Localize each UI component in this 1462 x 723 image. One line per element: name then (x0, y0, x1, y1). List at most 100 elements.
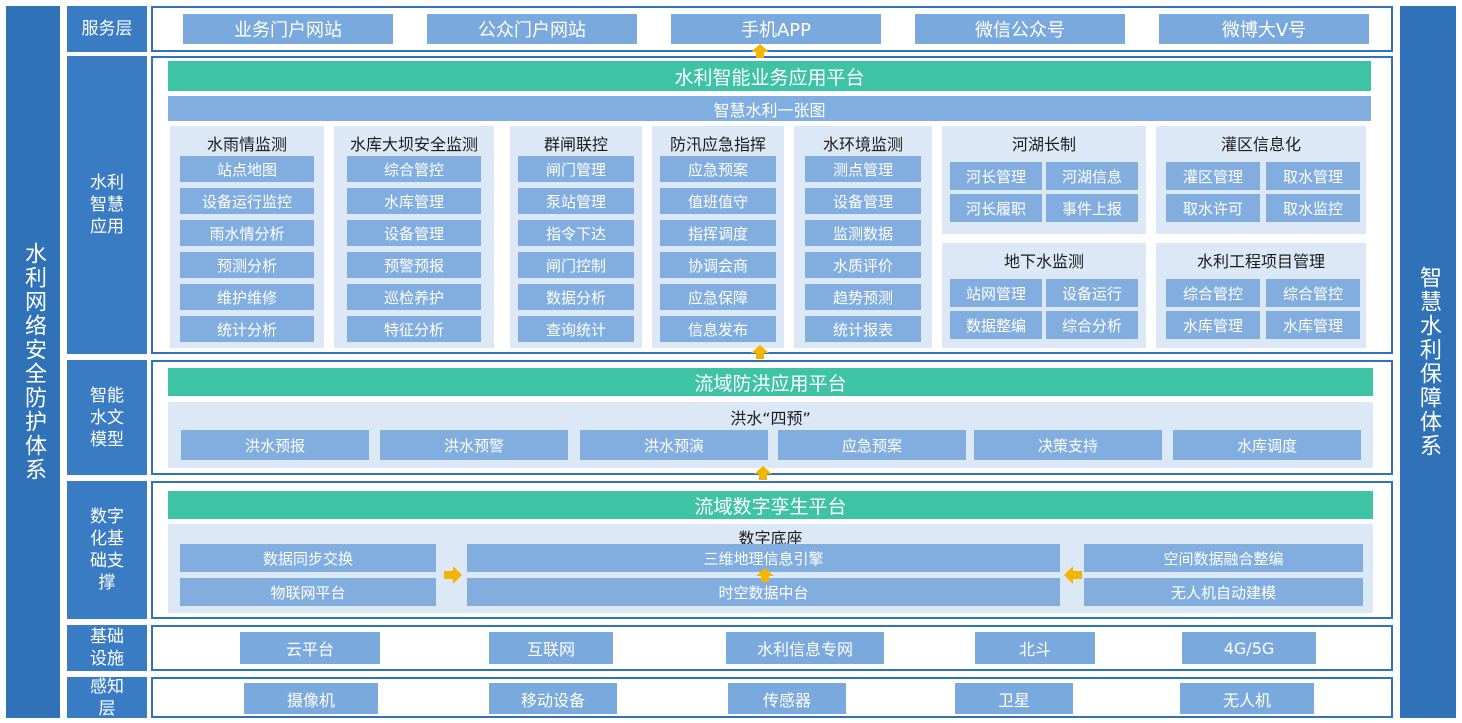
right-sidebar-guarantee-system: 智慧水利保障体系 (1400, 6, 1456, 718)
module-item: 指挥调度 (660, 220, 776, 246)
module-item: 协调会商 (660, 252, 776, 278)
module-item: 应急保障 (660, 284, 776, 310)
infra-item-cloud: 云平台 (240, 632, 380, 664)
module-item: 综合管控 (1166, 279, 1260, 307)
app-map-bar: 智慧水利一张图 (168, 96, 1371, 121)
module-item: 查询统计 (518, 316, 634, 342)
module-panel-rain: 水雨情监测 站点地图 设备运行监控 雨水情分析 预测分析 维护维修 统计分析 (170, 126, 324, 348)
module-item: 巡检养护 (347, 284, 481, 310)
module-item: 取水许可 (1166, 194, 1260, 222)
module-title: 水库大坝安全监测 (349, 135, 478, 154)
module-item: 监测数据 (805, 220, 921, 246)
layer-label-app: 水利智慧应用 (67, 56, 147, 354)
digital-right-item: 无人机自动建模 (1084, 578, 1363, 606)
left-sidebar-security-system: 水利网络安全防护体系 (6, 6, 60, 718)
module-title: 防汛应急指挥 (669, 135, 766, 154)
module-panel-water-env: 水环境监测 测点管理 设备管理 监测数据 水质评价 趋势预测 统计报表 (794, 126, 932, 348)
model-item: 洪水预演 (580, 430, 768, 460)
left-arrow-icon (1064, 566, 1082, 584)
module-item: 闸门管理 (518, 156, 634, 182)
service-item-mobile-app: 手机APP (671, 14, 881, 44)
module-item: 信息发布 (660, 316, 776, 342)
module-item: 值班值守 (660, 188, 776, 214)
module-item: 趋势预测 (805, 284, 921, 310)
module-title: 灌区信息化 (1220, 135, 1301, 154)
sense-item-camera: 摄像机 (244, 683, 378, 714)
module-item: 指令下达 (518, 220, 634, 246)
module-title: 水雨情监测 (206, 135, 287, 154)
module-item: 设备管理 (347, 220, 481, 246)
layer-label-digital: 数字化基础支撑 (67, 481, 147, 619)
sense-item-sensor: 传感器 (728, 683, 846, 714)
digital-left-item: 数据同步交换 (180, 544, 436, 572)
module-item: 河长管理 (950, 162, 1042, 190)
module-item: 特征分析 (347, 316, 481, 342)
up-arrow-icon (756, 568, 774, 582)
module-item: 雨水情分析 (180, 220, 314, 246)
model-item: 洪水预警 (380, 430, 568, 460)
module-item: 取水监控 (1266, 194, 1360, 222)
module-title: 水利工程项目管理 (1196, 252, 1325, 271)
module-item: 维护维修 (180, 284, 314, 310)
module-item: 预警预报 (347, 252, 481, 278)
module-title: 群闸联控 (543, 135, 608, 154)
sense-item-drone: 无人机 (1180, 683, 1314, 714)
model-item: 洪水预报 (181, 430, 369, 460)
module-title: 河湖长制 (1011, 135, 1076, 154)
module-item: 取水管理 (1266, 162, 1360, 190)
module-title: 地下水监测 (1003, 252, 1084, 271)
module-item: 水库管理 (1166, 311, 1260, 339)
module-item: 应急预案 (660, 156, 776, 182)
up-arrow-icon (751, 345, 769, 359)
module-item: 综合分析 (1046, 311, 1138, 339)
infra-item-beidou: 北斗 (975, 632, 1095, 664)
module-item: 预测分析 (180, 252, 314, 278)
module-item: 设备运行 (1046, 279, 1138, 307)
digital-panel: 数字底座 数据同步交换 物联网平台 三维地理信息引擎 时空数据中台 空间数据融合… (168, 524, 1373, 613)
module-panel-gate: 群闸联控 闸门管理 泵站管理 指令下达 闸门控制 数据分析 查询统计 (510, 126, 642, 348)
module-item: 数据分析 (518, 284, 634, 310)
model-item: 应急预案 (778, 430, 966, 460)
module-panel-flood-command: 防汛应急指挥 应急预案 值班值守 指挥调度 协调会商 应急保障 信息发布 (652, 126, 784, 348)
digital-base-title: 数字底座 (738, 529, 803, 548)
model-panel: 洪水“四预” 洪水预报 洪水预警 洪水预演 应急预案 决策支持 水库调度 (168, 402, 1373, 468)
service-item-business-portal: 业务门户网站 (183, 14, 393, 44)
model-platform-bar: 流域防洪应用平台 (168, 368, 1373, 396)
module-item: 测点管理 (805, 156, 921, 182)
module-item: 河长履职 (950, 194, 1042, 222)
up-arrow-icon (754, 466, 772, 480)
module-item: 综合管控 (1266, 279, 1360, 307)
layer-label-sense: 感知层 (67, 677, 147, 719)
model-item: 水库调度 (1173, 430, 1361, 460)
module-item: 统计报表 (805, 316, 921, 342)
module-item: 数据整编 (950, 311, 1042, 339)
module-item: 水库管理 (1266, 311, 1360, 339)
module-item: 闸门控制 (518, 252, 634, 278)
module-item: 河湖信息 (1046, 162, 1138, 190)
module-item: 事件上报 (1046, 194, 1138, 222)
module-item: 泵站管理 (518, 188, 634, 214)
sense-item-satellite: 卫星 (955, 683, 1073, 714)
module-item: 站点地图 (180, 156, 314, 182)
infra-item-4g5g: 4G/5G (1182, 632, 1316, 664)
service-item-public-portal: 公众门户网站 (427, 14, 637, 44)
service-item-weibo: 微博大V号 (1159, 14, 1369, 44)
up-arrow-icon (751, 44, 769, 58)
module-panel-project-mgmt: 水利工程项目管理 综合管控 综合管控 水库管理 水库管理 (1156, 243, 1366, 348)
module-panel-dam: 水库大坝安全监测 综合管控 水库管理 设备管理 预警预报 巡检养护 特征分析 (334, 126, 494, 348)
infra-item-internet: 互联网 (489, 632, 613, 664)
module-item: 灌区管理 (1166, 162, 1260, 190)
digital-platform-bar: 流域数字孪生平台 (168, 491, 1373, 519)
module-item: 设备管理 (805, 188, 921, 214)
layer-label-infra: 基础设施 (67, 625, 147, 671)
module-title: 水环境监测 (822, 135, 903, 154)
infra-item-private-network: 水利信息专网 (726, 632, 884, 664)
module-item: 设备运行监控 (180, 188, 314, 214)
module-item: 水质评价 (805, 252, 921, 278)
module-item: 综合管控 (347, 156, 481, 182)
service-item-wechat: 微信公众号 (915, 14, 1125, 44)
digital-right-item: 空间数据融合整编 (1084, 544, 1363, 572)
digital-center-item: 三维地理信息引擎 (467, 544, 1060, 572)
digital-center-item: 时空数据中台 (467, 578, 1060, 606)
module-panel-groundwater: 地下水监测 站网管理 设备运行 数据整编 综合分析 (942, 243, 1146, 348)
